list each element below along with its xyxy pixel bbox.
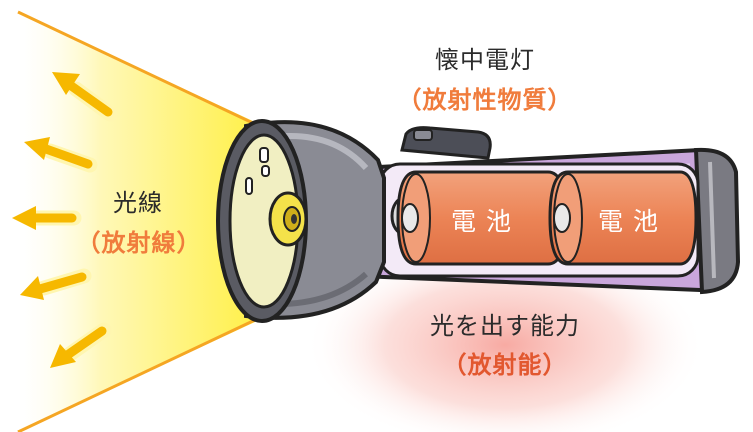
- flashlight: [216, 119, 741, 323]
- beam-edge-top: [17, 10, 256, 126]
- battery-2-label: 電池: [598, 207, 669, 236]
- beam-edge-bottom: [17, 318, 256, 432]
- flashlight-title: 懐中電灯: [435, 46, 535, 74]
- ray-arrow-4: [20, 268, 92, 300]
- ray-arrow-3: [12, 206, 82, 230]
- light-subtitle: （放射線）: [76, 229, 202, 257]
- battery-2: [548, 170, 698, 266]
- ray-arrows: [12, 72, 118, 368]
- ability-title: 光を出す能力: [430, 312, 580, 340]
- light-title: 光線: [113, 189, 163, 217]
- ray-arrow-2: [24, 137, 98, 173]
- light-beam: [18, 12, 255, 432]
- ability-subtitle: （放射能）: [442, 351, 568, 379]
- ray-arrow-5: [50, 322, 112, 368]
- flashlight-subtitle: （放射性物質）: [397, 86, 573, 114]
- battery-1-label: 電池: [451, 207, 522, 236]
- ray-arrow-1: [52, 72, 118, 122]
- flashlight-end-cap: [693, 147, 741, 295]
